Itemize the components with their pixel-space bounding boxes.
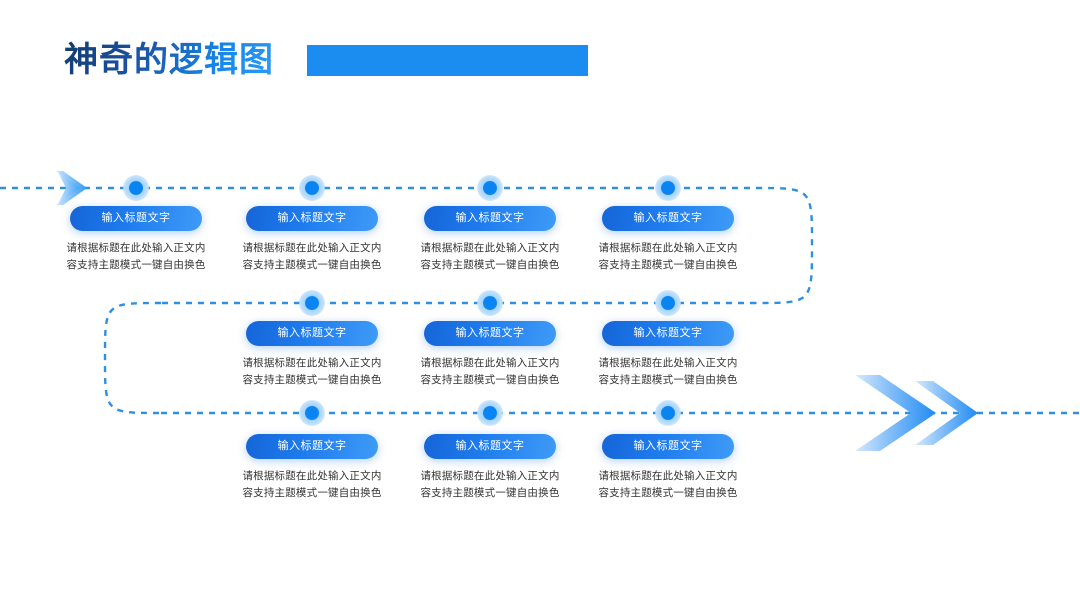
node-dot[interactable] — [655, 290, 681, 316]
start-arrow-icon — [56, 171, 87, 205]
flow-card[interactable]: 输入标题文字 请根据标题在此处输入正文内 容支持主题模式一键自由换色 — [401, 434, 579, 502]
flow-card-body-line: 容支持主题模式一键自由换色 — [242, 259, 382, 271]
flow-card-title[interactable]: 输入标题文字 — [424, 434, 556, 459]
flow-card[interactable]: 输入标题文字 请根据标题在此处输入正文内 容支持主题模式一键自由换色 — [401, 321, 579, 389]
flow-card-body: 请根据标题在此处输入正文内 容支持主题模式一键自由换色 — [401, 468, 579, 502]
flow-card-body-line: 容支持主题模式一键自由换色 — [242, 487, 382, 499]
title-accent-bar — [307, 45, 588, 76]
node-dot[interactable] — [299, 175, 325, 201]
flow-card-body-line: 容支持主题模式一键自由换色 — [420, 259, 560, 271]
flow-card-title[interactable]: 输入标题文字 — [70, 206, 202, 231]
flow-card-body-line: 请根据标题在此处输入正文内 — [242, 242, 382, 254]
flow-card-title[interactable]: 输入标题文字 — [246, 206, 378, 231]
flow-card-body: 请根据标题在此处输入正文内 容支持主题模式一键自由换色 — [223, 468, 401, 502]
flow-card-body: 请根据标题在此处输入正文内 容支持主题模式一键自由换色 — [47, 240, 225, 274]
node-dot[interactable] — [477, 290, 503, 316]
flow-card[interactable]: 输入标题文字 请根据标题在此处输入正文内 容支持主题模式一键自由换色 — [579, 321, 757, 389]
flow-card-body-line: 请根据标题在此处输入正文内 — [420, 242, 560, 254]
flow-card-title[interactable]: 输入标题文字 — [246, 321, 378, 346]
flow-card[interactable]: 输入标题文字 请根据标题在此处输入正文内 容支持主题模式一键自由换色 — [223, 206, 401, 274]
node-dot[interactable] — [655, 175, 681, 201]
flow-card-body-line: 容支持主题模式一键自由换色 — [420, 374, 560, 386]
flow-card-body-line: 容支持主题模式一键自由换色 — [420, 487, 560, 499]
flow-card-body-line: 容支持主题模式一键自由换色 — [66, 259, 206, 271]
flow-card-body-line: 请根据标题在此处输入正文内 — [66, 242, 206, 254]
dotted-uturn-left — [103, 301, 162, 415]
flow-card-body: 请根据标题在此处输入正文内 容支持主题模式一键自由换色 — [579, 240, 757, 274]
flow-card-body-line: 请根据标题在此处输入正文内 — [598, 242, 738, 254]
flow-card-body-line: 容支持主题模式一键自由换色 — [598, 259, 738, 271]
node-dot[interactable] — [477, 175, 503, 201]
flow-card-body: 请根据标题在此处输入正文内 容支持主题模式一键自由换色 — [579, 355, 757, 389]
flow-card-body-line: 请根据标题在此处输入正文内 — [598, 357, 738, 369]
node-dot[interactable] — [477, 400, 503, 426]
flow-card-title[interactable]: 输入标题文字 — [602, 206, 734, 231]
flow-card-body-line: 请根据标题在此处输入正文内 — [242, 470, 382, 482]
page-title: 神奇的逻辑图 — [64, 38, 274, 82]
end-arrow-icon — [855, 375, 978, 451]
flow-card-body-line: 容支持主题模式一键自由换色 — [242, 374, 382, 386]
node-dot[interactable] — [123, 175, 149, 201]
flow-card-title[interactable]: 输入标题文字 — [246, 434, 378, 459]
flow-card-body-line: 容支持主题模式一键自由换色 — [598, 374, 738, 386]
flow-card-title[interactable]: 输入标题文字 — [424, 321, 556, 346]
flow-card[interactable]: 输入标题文字 请根据标题在此处输入正文内 容支持主题模式一键自由换色 — [401, 206, 579, 274]
flow-card[interactable]: 输入标题文字 请根据标题在此处输入正文内 容支持主题模式一键自由换色 — [47, 206, 225, 274]
flow-card-body: 请根据标题在此处输入正文内 容支持主题模式一键自由换色 — [223, 240, 401, 274]
header: 神奇的逻辑图 — [64, 38, 664, 84]
flow-card[interactable]: 输入标题文字 请根据标题在此处输入正文内 容支持主题模式一键自由换色 — [579, 434, 757, 502]
flow-card[interactable]: 输入标题文字 请根据标题在此处输入正文内 容支持主题模式一键自由换色 — [223, 434, 401, 502]
flow-card-body: 请根据标题在此处输入正文内 容支持主题模式一键自由换色 — [401, 355, 579, 389]
flow-card-body: 请根据标题在此处输入正文内 容支持主题模式一键自由换色 — [223, 355, 401, 389]
flow-card-body-line: 请根据标题在此处输入正文内 — [420, 470, 560, 482]
dotted-uturn-right — [755, 186, 814, 305]
flow-card-body-line: 请根据标题在此处输入正文内 — [598, 470, 738, 482]
node-dot[interactable] — [655, 400, 681, 426]
flow-card[interactable]: 输入标题文字 请根据标题在此处输入正文内 容支持主题模式一键自由换色 — [579, 206, 757, 274]
flow-card-body: 请根据标题在此处输入正文内 容支持主题模式一键自由换色 — [579, 468, 757, 502]
flow-card-title[interactable]: 输入标题文字 — [602, 434, 734, 459]
node-dot[interactable] — [299, 290, 325, 316]
flow-card-body-line: 请根据标题在此处输入正文内 — [420, 357, 560, 369]
flow-card-body-line: 容支持主题模式一键自由换色 — [598, 487, 738, 499]
flow-card-title[interactable]: 输入标题文字 — [424, 206, 556, 231]
flow-card-body: 请根据标题在此处输入正文内 容支持主题模式一键自由换色 — [401, 240, 579, 274]
flow-card-title[interactable]: 输入标题文字 — [602, 321, 734, 346]
flow-card-body-line: 请根据标题在此处输入正文内 — [242, 357, 382, 369]
node-dot[interactable] — [299, 400, 325, 426]
flow-card[interactable]: 输入标题文字 请根据标题在此处输入正文内 容支持主题模式一键自由换色 — [223, 321, 401, 389]
